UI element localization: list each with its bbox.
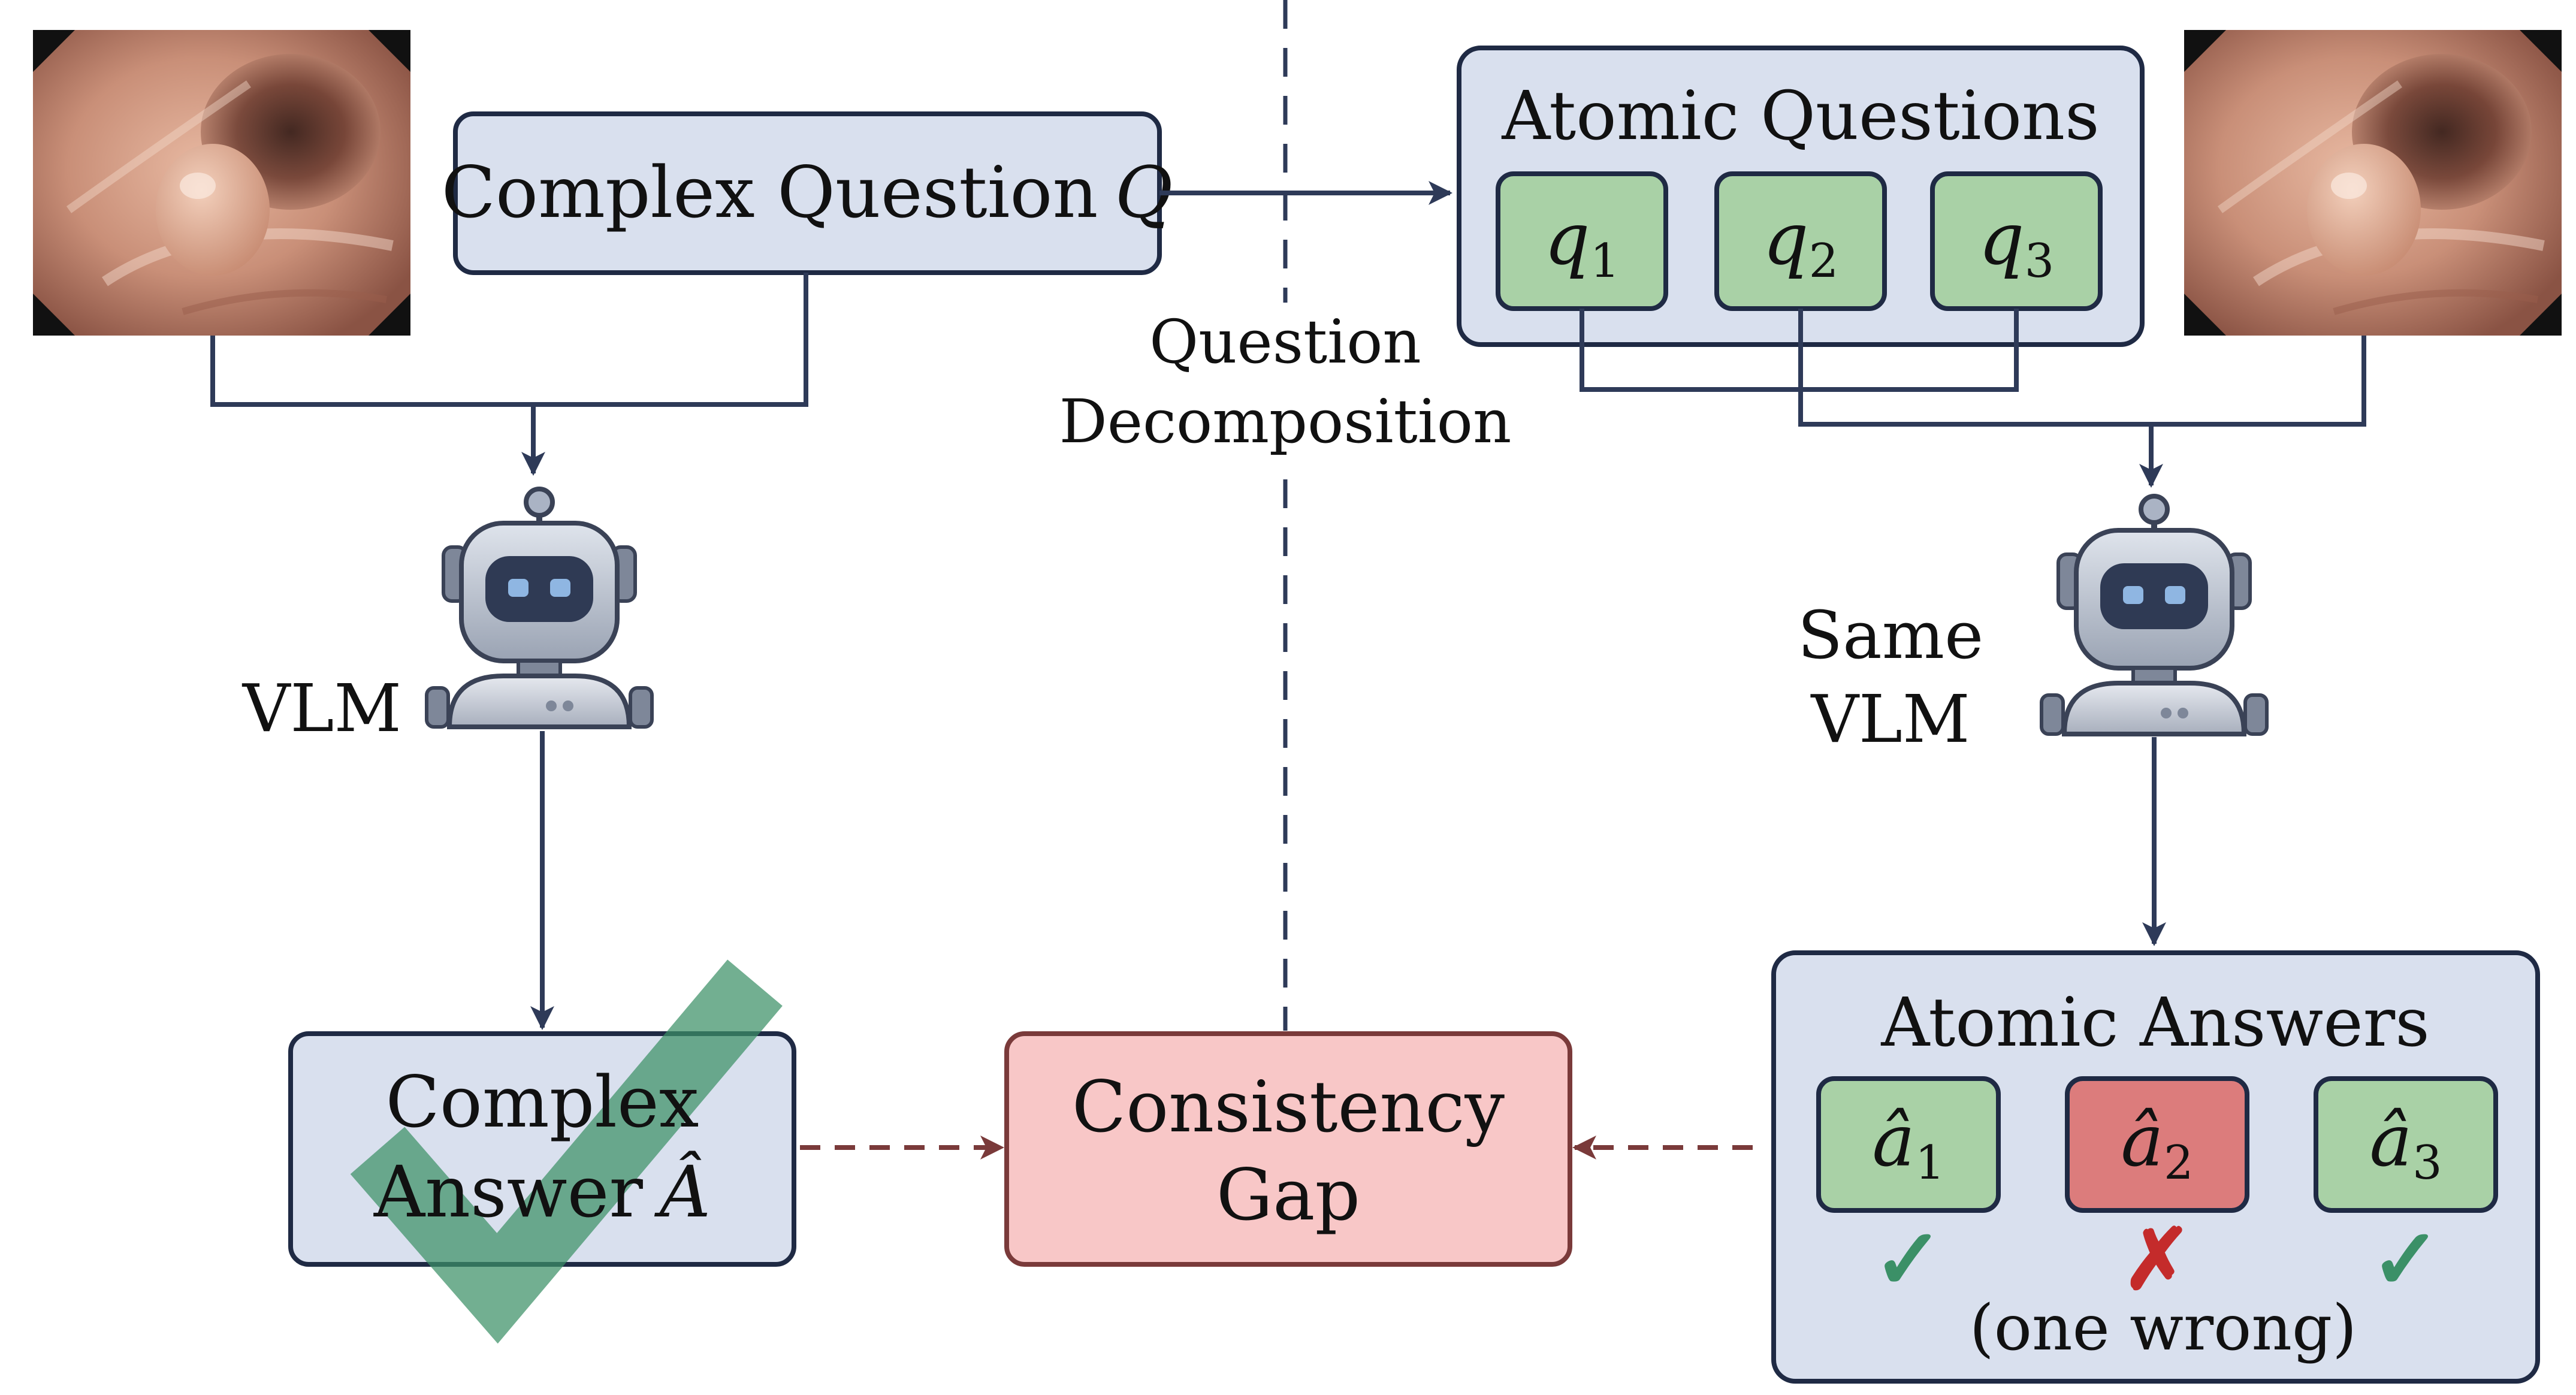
right-image-connector <box>1798 309 2366 427</box>
atomic-answer-2 <box>2065 1076 2249 1213</box>
atomic-questions-title: Atomic Questions <box>1501 77 2099 155</box>
check-icon-answer-1: ✓ <box>1873 1210 1943 1309</box>
complex-answer-text: Answer <box>373 1151 644 1233</box>
robot-icon-right <box>2042 496 2267 734</box>
atomic-question-3-label: q3 <box>1979 198 2054 288</box>
answers-note: (one wrong) <box>1970 1291 2357 1364</box>
vlm-label-left: VLM <box>241 670 401 747</box>
check-icon-answer-3: ✓ <box>2370 1210 2441 1309</box>
decomposition-label-line2: Decomposition <box>1059 387 1512 457</box>
decomposition-label-line1: Question <box>1149 307 1421 377</box>
atomic-question-1-label: q1 <box>1544 198 1620 288</box>
consistency-gap-line2: Gap <box>1216 1154 1360 1236</box>
atomic-answer-1-label: â1 <box>1872 1100 1944 1190</box>
endoscopy-image-left <box>33 30 410 336</box>
complex-answer-symbol: Â <box>654 1151 711 1233</box>
consistency-gap-box <box>1004 1031 1572 1267</box>
robot-icon-left <box>427 489 652 727</box>
left-image-connector <box>210 273 808 407</box>
endoscopy-image-right <box>2184 30 2562 336</box>
complex-question-text: Complex Question <box>442 151 1098 234</box>
atomic-question-2-label: q2 <box>1763 198 1838 288</box>
vlm-label-right-line2: VLM <box>1810 681 1970 757</box>
atomic-answers-title: Atomic Answers <box>1880 984 2429 1062</box>
checkmark-icon <box>350 959 783 1344</box>
atomic-answer-3-label: â3 <box>2369 1100 2442 1190</box>
consistency-gap-line1: Consistency <box>1072 1065 1505 1148</box>
atomic-answer-2-label: â2 <box>2121 1100 2193 1190</box>
atomic-answer-3 <box>2314 1076 2498 1213</box>
atomic-answer-1 <box>1816 1076 2001 1213</box>
complex-answer-line1: Complex <box>386 1061 699 1143</box>
vlm-label-right-line1: Same <box>1798 597 1983 674</box>
cross-icon-answer-2: ✗ <box>2122 1210 2192 1309</box>
decomposition-label-bg <box>1073 303 1504 464</box>
